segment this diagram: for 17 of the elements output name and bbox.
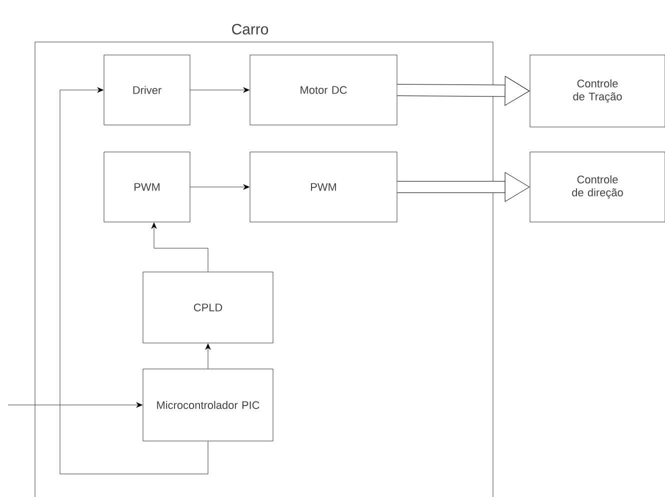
arrow <box>8 402 142 408</box>
process-box: Microcontrolador PIC <box>142 368 274 442</box>
arrow <box>205 344 211 369</box>
arrow <box>151 222 208 272</box>
process-box: CPLD <box>142 272 274 344</box>
process-box: Driver <box>104 54 190 126</box>
process-box: Controle de Tração <box>530 54 665 128</box>
arrow <box>190 87 250 93</box>
arrow <box>60 87 208 474</box>
process-box: PWM <box>250 152 398 222</box>
arrow <box>190 184 250 190</box>
process-box: PWM <box>104 152 190 222</box>
container-title: Carro <box>232 24 268 34</box>
block-arrow <box>397 172 530 202</box>
process-box: Controle de direção <box>530 152 665 222</box>
block-arrow <box>397 76 530 106</box>
process-box: Motor DC <box>250 54 398 126</box>
